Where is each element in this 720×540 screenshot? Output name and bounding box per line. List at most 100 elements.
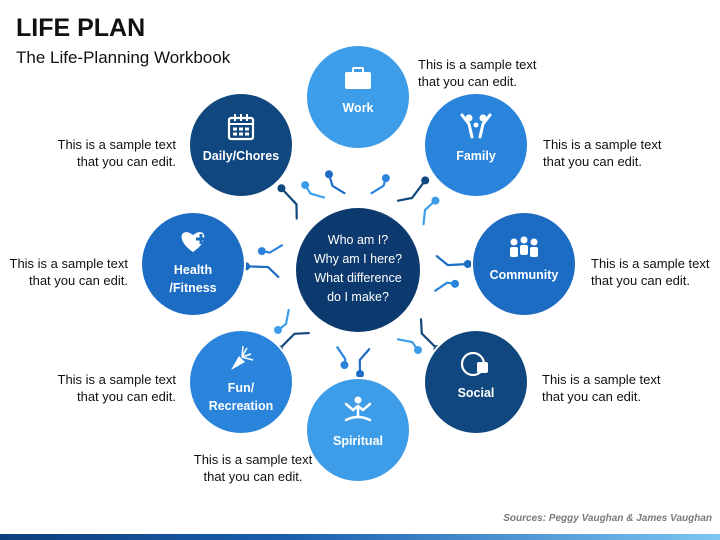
connector-wire (396, 179, 427, 202)
confetti-streak (241, 356, 254, 361)
node-label: Family (456, 149, 496, 163)
person-head (510, 238, 518, 246)
connector-wire (277, 331, 310, 351)
caption-spiritual: This is a sample text that you can edit. (168, 451, 338, 485)
connector-wire (419, 318, 439, 351)
calendar-day (239, 132, 243, 136)
node-family: Family (423, 92, 529, 198)
heart-plus-icon (181, 232, 206, 252)
connector-dot (414, 345, 423, 354)
briefcase-body (345, 72, 371, 89)
person-head (530, 238, 538, 246)
person-body (510, 247, 518, 257)
connector-dot (340, 361, 349, 370)
node-circle (425, 331, 527, 433)
hub-question: Who am I? (328, 233, 388, 247)
connector-wire (280, 187, 298, 220)
caption-work: This is a sample text that you can edit. (418, 56, 568, 90)
popper-cone (231, 356, 245, 370)
source-note: Sources: Peggy Vaughan & James Vaughan (503, 513, 712, 524)
caption-line: that you can edit. (543, 154, 643, 169)
page-title: LIFE PLAN (16, 14, 146, 42)
connector-dot (381, 174, 390, 183)
confetti-streak (241, 345, 244, 358)
node-circle (307, 379, 409, 481)
node-circle (425, 94, 527, 196)
caption-line: This is a sample text (418, 57, 537, 72)
calendar-day (239, 127, 243, 131)
family-icon (460, 113, 492, 139)
caption-line: This is a sample text (543, 137, 662, 152)
chat-like-icon (460, 351, 488, 377)
family-body (460, 113, 492, 139)
node-circle (142, 213, 244, 315)
calendar-day (233, 127, 237, 131)
node-work: Work (305, 44, 411, 150)
heart-shape (181, 232, 205, 252)
caption-line: that you can edit. (203, 469, 303, 484)
party-popper-icon (231, 345, 254, 370)
node-spiritual: Spiritual (305, 377, 411, 483)
node-label: Work (342, 101, 373, 115)
node-daily: Daily/Chores (188, 92, 294, 198)
community-icon (510, 236, 538, 257)
calendar-day (245, 132, 249, 136)
node-label: Spiritual (333, 434, 383, 448)
caption-line: that you can edit. (76, 389, 176, 404)
node-label: Recreation (209, 399, 274, 413)
hub-question: What difference (314, 271, 401, 285)
node-social: Social (423, 329, 529, 435)
center-hub: Who am I? Why am I here? What difference do… (282, 194, 434, 346)
connector-wire (358, 348, 371, 376)
page-subtitle: The Life-Planning Workbook (16, 48, 231, 67)
calendar-day (245, 127, 249, 131)
plus-sign (196, 234, 206, 244)
connector-dot (257, 247, 266, 256)
connector-dot (356, 369, 365, 378)
node-label: Fun/ (228, 381, 255, 395)
node-label: /Fitness (169, 281, 216, 295)
connector-dot (451, 279, 460, 288)
node-label: Community (490, 268, 559, 282)
node-circle (190, 94, 292, 196)
caption-line: This is a sample text (57, 372, 177, 387)
node-label: Health (174, 263, 212, 277)
connector-wire (244, 265, 280, 279)
person-body (520, 245, 528, 255)
caption-line: This is a sample text (57, 137, 177, 152)
family-head (473, 122, 479, 128)
node-community: Community (471, 211, 577, 317)
caption-line: that you can edit. (418, 74, 518, 89)
caption-line: This is a sample text (193, 452, 313, 467)
caption-line: This is a sample text (9, 256, 129, 271)
hub-question: do I make? (327, 290, 389, 304)
figure-head (354, 396, 362, 404)
caption-health: This is a sample text that you can edit. (0, 255, 129, 289)
node-label: Social (458, 386, 495, 400)
connector-dot (463, 260, 472, 269)
caption-fun: This is a sample text that you can edit. (26, 371, 177, 405)
confetti-streak (241, 353, 252, 358)
briefcase-handle (352, 67, 364, 74)
connector-dot (277, 184, 286, 193)
caption-line: that you can edit. (76, 154, 176, 169)
node-label: Daily/Chores (203, 149, 279, 163)
bottom-accent-bar (0, 534, 720, 540)
briefcase-icon (345, 67, 371, 89)
hub-question: Why am I here? (314, 252, 402, 266)
connector-wire (435, 255, 469, 267)
caption-line: that you can edit. (542, 389, 642, 404)
connector-dot (274, 326, 283, 335)
connector-dot (324, 170, 333, 179)
figure-body (344, 402, 372, 422)
caption-line: This is a sample text (591, 256, 710, 271)
caption-daily: This is a sample text that you can edit. (26, 136, 177, 170)
node-circle (307, 46, 409, 148)
caption-social: This is a sample text that you can edit. (542, 371, 692, 405)
calendar-day (233, 132, 237, 136)
thumb-up (477, 362, 488, 373)
calendar-icon (227, 114, 255, 141)
meditation-icon (344, 396, 372, 422)
